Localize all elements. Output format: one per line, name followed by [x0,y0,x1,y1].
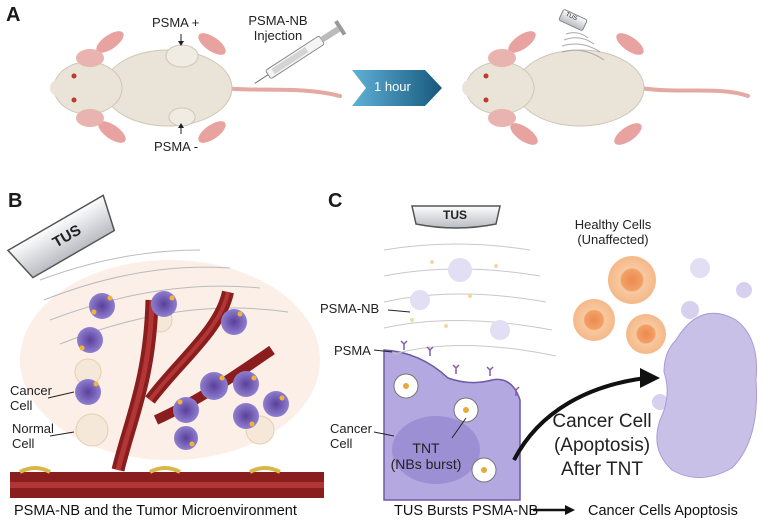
healthy-cells [573,256,666,354]
tnt-label: TNT (NBs burst) [386,440,466,472]
syringe-icon [254,20,347,84]
time-arrow-label: 1 hour [374,79,411,94]
healthy-cells-label: Healthy Cells (Unaffected) [560,217,666,248]
apoptosis-label: Cancer Cell (Apoptosis) After TNT [542,410,662,481]
injection-label-line2: Injection [253,27,303,43]
panel-letter-a: A [6,4,21,26]
caption-b: PSMA-NB and the Tumor Microenvironment [14,503,297,519]
injection-label-line1: PSMA-NB [248,13,308,28]
caption-c-right: Cancer Cells Apoptosis [588,503,738,519]
panel-letter-c: C [328,190,343,212]
cancer-cell-cluster [75,291,289,450]
tnt-label-line2: (NBs burst) [390,456,462,473]
apoptotic-cell [652,258,758,479]
cancer-cell-label-c-line2: Cell [330,435,353,451]
psma-label: PSMA [334,343,371,358]
normal-cell-label-line2: Cell [12,435,35,451]
cancer-cell-label-c: Cancer Cell [330,421,372,452]
tus-label-c: TUS [443,208,467,222]
time-arrow-shape [352,70,442,106]
cancer-cell-label-b-line2: Cell [10,397,33,413]
cancer-cell-label-b-line1: Cancer [10,383,52,398]
normal-cell-label: Normal Cell [12,421,54,452]
psma-positive-label: PSMA + [152,15,200,30]
apoptosis-label-line3: After TNT [561,458,643,480]
caption-c-left: TUS Bursts PSMA-NB [394,503,539,519]
injection-label: PSMA-NB Injection [244,13,312,44]
tnt-label-line1: TNT [412,440,440,456]
apoptosis-label-line1: Cancer Cell [552,411,652,432]
tumor-microenvironment-illustration [10,249,324,498]
cancer-cell-label-b: Cancer Cell [10,383,52,414]
mouse-left-illustration [50,31,342,143]
psma-nb-label: PSMA-NB [320,301,380,316]
apoptosis-arrow [512,376,647,461]
cancer-cell-label-c-line1: Cancer [330,421,372,436]
psma-negative-label: PSMA - [154,139,199,154]
apoptosis-label-line2: (Apoptosis) [553,434,651,456]
tumor-cell-illustration [383,205,557,501]
normal-cell-label-line1: Normal [12,421,54,436]
mouse-right-illustration [462,9,750,145]
panel-letter-b: B [8,190,23,212]
healthy-cells-label-line1: Healthy Cells [574,217,652,232]
tus-transducer-b [6,194,116,279]
healthy-cells-label-line2: (Unaffected) [577,231,649,247]
